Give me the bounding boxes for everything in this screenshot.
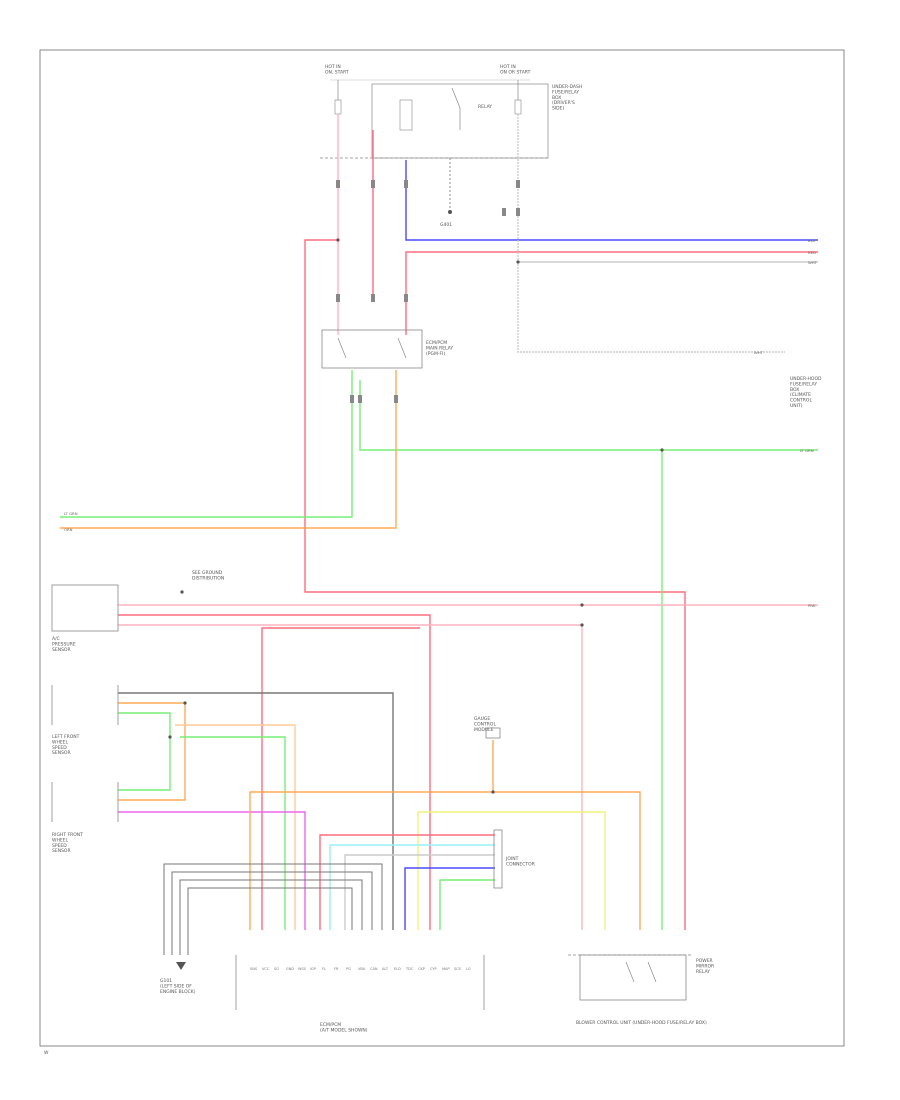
gauge-icon bbox=[485, 727, 501, 739]
wire-cyan-j bbox=[329, 844, 495, 930]
wire-red-j bbox=[319, 834, 495, 930]
wire-lgray-j bbox=[344, 854, 495, 930]
wire-orange-b bbox=[118, 702, 186, 801]
left-wire-ends: LT GRN ORN bbox=[64, 511, 78, 532]
ground-top-label: G401 bbox=[440, 222, 452, 228]
wire-orange-long bbox=[249, 791, 641, 930]
wire-yellow bbox=[417, 811, 606, 930]
svg-text:LT GRN: LT GRN bbox=[800, 448, 814, 453]
pin-label: VCC bbox=[262, 967, 270, 971]
pin-label: CYP bbox=[430, 967, 437, 971]
pin-label: TDC bbox=[405, 967, 414, 971]
wire-lorange-b bbox=[175, 724, 296, 930]
wire-green-j bbox=[439, 879, 495, 930]
pin-label: WSS bbox=[298, 967, 307, 971]
joint-connector bbox=[493, 829, 503, 889]
pin-label: SNS bbox=[250, 967, 258, 971]
page-ref: W bbox=[44, 1050, 49, 1056]
ecm-main-relay bbox=[321, 329, 423, 369]
svg-text:RED: RED bbox=[808, 250, 816, 255]
pin-label: VBU bbox=[358, 967, 366, 971]
pin-label: FL bbox=[322, 967, 326, 971]
pin-label: SCS bbox=[454, 967, 462, 971]
relay-bottom-left-label: BLOWER CONTROL UNIT (UNDER-HOOD FUSE/REL… bbox=[576, 1020, 707, 1026]
wire-gray-bundle-4 bbox=[163, 863, 383, 955]
wire-red-loop bbox=[304, 239, 686, 930]
pin-label: FR bbox=[334, 967, 339, 971]
wire-red-right bbox=[405, 251, 818, 335]
relay-top-label: RELAY bbox=[478, 104, 492, 110]
pin-label: ELD bbox=[394, 967, 401, 971]
wires bbox=[60, 114, 818, 955]
svg-text:WHT: WHT bbox=[754, 350, 764, 355]
wire-blue-j bbox=[404, 867, 495, 930]
connector-marks bbox=[336, 180, 520, 403]
pin-label: ALT bbox=[382, 967, 389, 971]
wire-gray-bundle-1 bbox=[171, 871, 373, 955]
pin-label: CKP bbox=[418, 967, 425, 971]
power-mirror-relay bbox=[568, 954, 692, 1001]
wire-pink-2 bbox=[118, 614, 431, 930]
diagram-frame bbox=[39, 49, 845, 1047]
right-wire-ends: BLU RED WHT LT GRN PNK WHT bbox=[754, 238, 818, 608]
sensor-c bbox=[51, 782, 119, 822]
svg-text:WHT: WHT bbox=[808, 260, 818, 265]
svg-text:LT GRN: LT GRN bbox=[64, 511, 78, 516]
pin-label: SG bbox=[274, 967, 279, 971]
pin-label: MAP bbox=[442, 967, 450, 971]
wire-green-right bbox=[359, 380, 818, 451]
pin-label: CAN bbox=[370, 967, 378, 971]
pcm-connector bbox=[235, 955, 485, 1010]
wire-red-3 bbox=[261, 627, 420, 930]
pin-label: GND bbox=[286, 967, 294, 971]
wire-magenta bbox=[118, 811, 306, 930]
svg-text:PNK: PNK bbox=[808, 603, 816, 608]
pin-label: PG bbox=[346, 967, 351, 971]
junction-dots bbox=[168, 238, 664, 794]
wire-gray-bundle-2 bbox=[179, 879, 363, 955]
pcm-pins: SNS VCC SG GND WSS IGP FL FR PG VBU CAN … bbox=[250, 967, 471, 971]
wire-green-b2 bbox=[180, 736, 286, 930]
wire-green-b bbox=[118, 712, 171, 791]
ground-top-icon bbox=[448, 158, 452, 214]
wire-gray-bundle-3 bbox=[187, 887, 353, 955]
wire-blue bbox=[405, 160, 818, 241]
svg-text:ORN: ORN bbox=[64, 527, 73, 532]
sensor-b bbox=[51, 685, 119, 725]
pcm-label: ECM/PCM(A/T MODEL SHOWN) bbox=[320, 1022, 368, 1033]
ground-bottom-icon bbox=[176, 962, 186, 970]
pin-label: IGP bbox=[310, 967, 316, 971]
fuse-box-top bbox=[320, 79, 549, 159]
sensor-a bbox=[51, 584, 119, 632]
wire-green-left bbox=[60, 370, 353, 518]
pin-label: LG bbox=[466, 967, 471, 971]
wire-gray bbox=[118, 692, 394, 930]
wire-white-right bbox=[517, 114, 785, 353]
wire-pink-3 bbox=[118, 624, 583, 930]
svg-text:BLU: BLU bbox=[808, 238, 816, 243]
wire-orange-left bbox=[60, 370, 397, 529]
